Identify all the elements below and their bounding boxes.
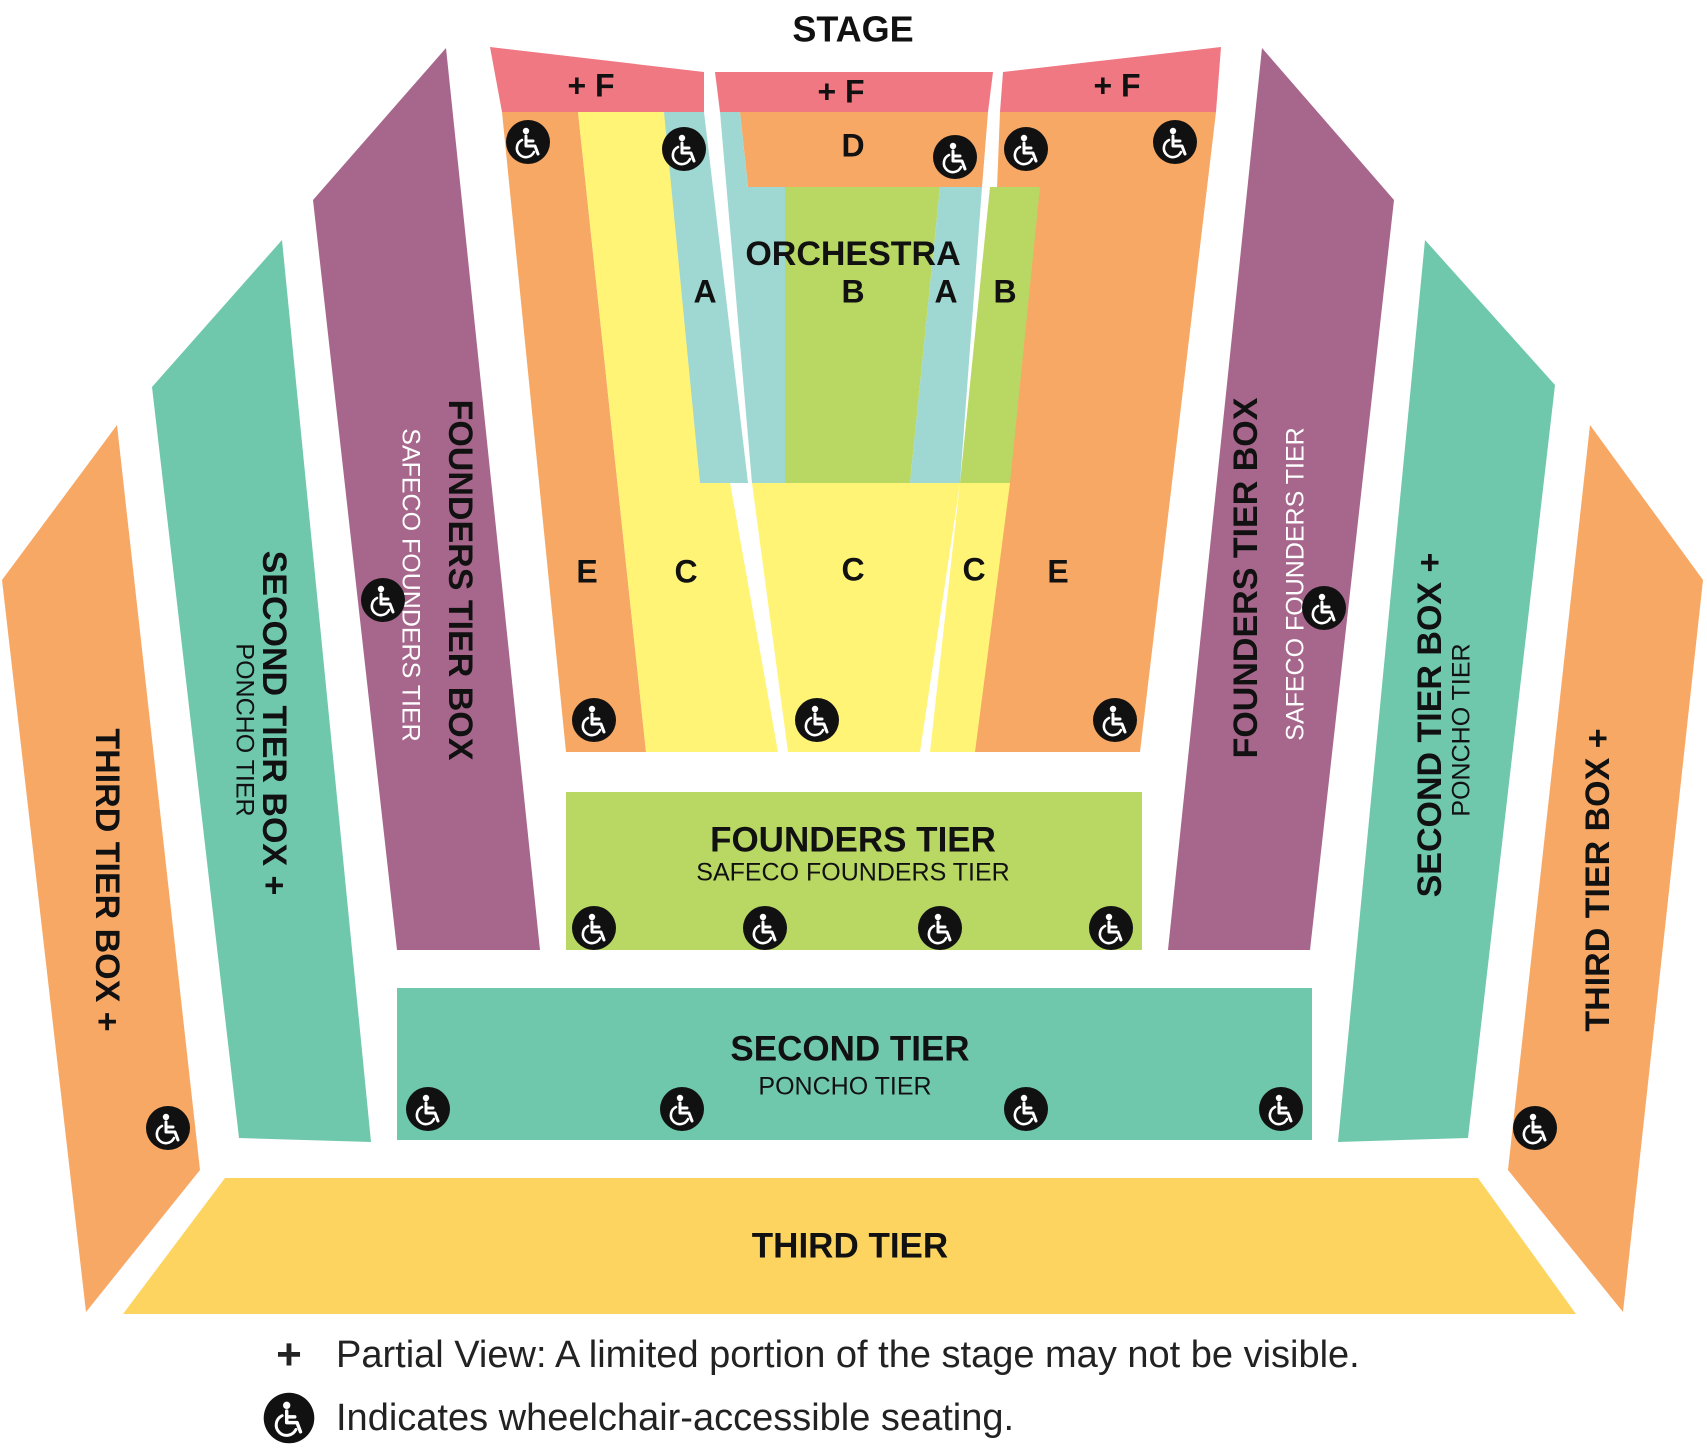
label-second-tier: SECOND TIER [730, 1029, 969, 1068]
section-third-tier-box-right[interactable] [1508, 425, 1703, 1312]
wheelchair-icon [1300, 584, 1348, 632]
section-second-tier[interactable] [397, 988, 1312, 1140]
legend-wheelchair: Indicates wheelchair-accessible seating. [262, 1392, 1014, 1444]
wheelchair-icon [1002, 125, 1050, 173]
label-a-left: A [693, 273, 716, 309]
section-founders-tier[interactable] [566, 792, 1142, 950]
wheelchair-icon [359, 576, 407, 624]
wheelchair-icon [1002, 1085, 1050, 1133]
label-third-tier-box-left: THIRD TIER BOX + [88, 728, 126, 1031]
section-e-left[interactable] [502, 112, 646, 752]
section-second-tier-box-right[interactable] [1338, 240, 1555, 1142]
label-e-left: E [576, 553, 597, 589]
section-founders-tier-box-left[interactable] [313, 48, 540, 950]
section-e-right[interactable] [975, 112, 1216, 752]
label-founders-tier-box-left-sub: SAFECO FOUNDERS TIER [396, 428, 424, 741]
plus-icon: + [276, 1330, 302, 1379]
legend-wheelchair-symbol [262, 1392, 316, 1444]
section-b-right[interactable] [960, 187, 1040, 483]
label-second-tier-box-left: SECOND TIER BOX + [255, 551, 293, 896]
wheelchair-icon [1151, 118, 1199, 166]
section-second-tier-box-left[interactable] [152, 240, 371, 1142]
label-f-left: + F [567, 67, 614, 103]
section-third-tier[interactable] [123, 1178, 1576, 1314]
section-c-right[interactable] [930, 483, 1010, 752]
label-third-tier-box-right: THIRD TIER BOX + [1579, 728, 1617, 1031]
wheelchair-icon [793, 696, 841, 744]
section-a-right[interactable] [910, 187, 982, 483]
section-third-tier-box-left[interactable] [2, 425, 200, 1312]
section-f-right[interactable] [1000, 47, 1221, 112]
wheelchair-icon [570, 904, 618, 952]
wheelchair-icon [916, 904, 964, 952]
section-f-left[interactable] [490, 47, 704, 112]
wheelchair-icon [504, 118, 552, 166]
wheelchair-icon [1511, 1104, 1559, 1152]
wheelchair-icon [741, 904, 789, 952]
wheelchair-icon [658, 1085, 706, 1133]
section-a-center-left[interactable] [720, 112, 785, 483]
label-d: D [841, 127, 864, 163]
label-f-right: + F [1093, 67, 1140, 103]
label-second-tier-box-right-sub: PONCHO TIER [1448, 643, 1476, 816]
section-f-center[interactable] [715, 72, 993, 112]
label-second-tier-box-right: SECOND TIER BOX + [1411, 553, 1449, 898]
label-second-tier-sub: PONCHO TIER [758, 1073, 931, 1101]
label-founders-tier-box-right-sub: SAFECO FOUNDERS TIER [1282, 427, 1310, 740]
label-c-center: C [841, 551, 864, 587]
label-e-right: E [1047, 553, 1068, 589]
label-founders-tier: FOUNDERS TIER [710, 820, 996, 859]
label-founders-tier-box-right: FOUNDERS TIER BOX [1227, 397, 1265, 758]
label-a-right: A [934, 273, 957, 309]
legend-partial-view-text: Partial View: A limited portion of the s… [336, 1333, 1360, 1376]
wheelchair-icon [1257, 1085, 1305, 1133]
section-d[interactable] [740, 112, 988, 187]
wheelchair-icon [931, 133, 979, 181]
stage-label: STAGE [792, 9, 913, 50]
label-founders-tier-sub: SAFECO FOUNDERS TIER [696, 859, 1009, 887]
wheelchair-icon [1087, 904, 1135, 952]
label-c-left: C [674, 553, 697, 589]
label-b-center: B [841, 273, 864, 309]
wheelchair-icon [144, 1104, 192, 1152]
label-c-right: C [962, 551, 985, 587]
label-f-center: + F [817, 73, 864, 109]
label-orchestra: ORCHESTRA [745, 235, 960, 273]
wheelchair-icon [660, 125, 708, 173]
wheelchair-icon [1091, 696, 1139, 744]
section-b-center[interactable] [785, 187, 940, 483]
section-c-center[interactable] [752, 483, 960, 752]
label-second-tier-box-left-sub: PONCHO TIER [230, 643, 258, 816]
label-third-tier: THIRD TIER [752, 1226, 948, 1265]
legend-wheelchair-text: Indicates wheelchair-accessible seating. [336, 1396, 1015, 1439]
label-founders-tier-box-left: FOUNDERS TIER BOX [441, 400, 479, 761]
section-a-left[interactable] [664, 112, 748, 483]
label-b-right: B [993, 273, 1016, 309]
wheelchair-icon [404, 1085, 452, 1133]
wheelchair-icon [570, 696, 618, 744]
section-founders-tier-box-right[interactable] [1168, 48, 1394, 950]
legend-partial-view: + Partial View: A limited portion of the… [262, 1330, 1360, 1380]
wheelchair-icon [263, 1392, 315, 1444]
section-c-left[interactable] [578, 112, 778, 752]
